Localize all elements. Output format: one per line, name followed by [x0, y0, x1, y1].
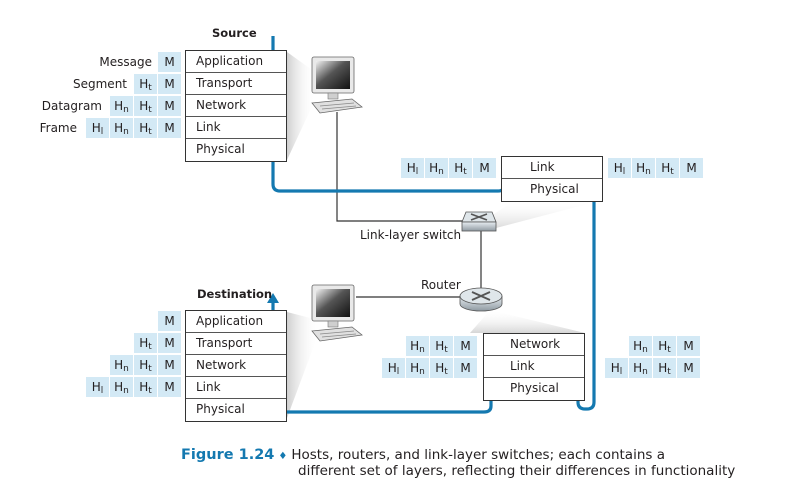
header-cell-hn: Hn: [110, 118, 133, 138]
destination-computer-icon: [311, 284, 363, 342]
header-cell-ht: Ht: [653, 336, 676, 356]
message-cell: M: [158, 118, 181, 138]
source-layer-application: Application: [186, 51, 286, 73]
header-cell-hn: Hn: [406, 336, 429, 356]
message-cell: M: [677, 358, 700, 378]
dest-layer-network: Network: [186, 355, 286, 377]
source-layer-physical: Physical: [196, 142, 245, 156]
pdu-label-message: Message: [99, 55, 152, 69]
header-cell-hn: Hn: [110, 96, 133, 116]
message-cell: M: [473, 158, 496, 178]
header-cell-hn: Hn: [629, 336, 652, 356]
caption-line-1: Hosts, routers, and link-layer switches;…: [291, 447, 665, 463]
header-cell-ht: Ht: [449, 158, 472, 178]
header-cell-hl: Hl: [401, 158, 424, 178]
message-cell: M: [677, 336, 700, 356]
destination-title: Destination: [197, 287, 273, 301]
message-cell: M: [454, 336, 477, 356]
source-title: Source: [212, 26, 257, 40]
header-cell-ht: Ht: [134, 355, 157, 375]
header-cell-hl: Hl: [608, 158, 631, 178]
router-shadow: [470, 310, 585, 333]
header-cell-ht: Ht: [430, 358, 453, 378]
header-cell-ht: Ht: [134, 377, 157, 397]
pdu-label-segment: Segment: [73, 77, 127, 91]
router-protocol-stack: Network Link Physical: [483, 333, 585, 401]
header-cell-ht: Ht: [653, 358, 676, 378]
switch-layer-link: Link: [502, 157, 602, 179]
header-cell-ht: Ht: [430, 336, 453, 356]
dest-message-headers: M: [158, 311, 181, 331]
switch-protocol-stack: Link Physical: [501, 156, 603, 202]
source-computer-icon: [311, 56, 363, 114]
data-path-arrowhead: [267, 293, 279, 303]
source-layer-transport: Transport: [186, 73, 286, 95]
header-cell-ht: Ht: [134, 96, 157, 116]
header-cell-ht: Ht: [134, 118, 157, 138]
source-layer-link: Link: [186, 117, 286, 139]
source-shadow: [287, 52, 315, 160]
header-cell-hl: Hl: [382, 358, 405, 378]
header-cell-hl: Hl: [86, 377, 109, 397]
source-protocol-stack: Application Transport Network Link Physi…: [185, 50, 287, 162]
header-cell-hl: Hl: [605, 358, 628, 378]
header-cell-hn: Hn: [110, 377, 133, 397]
router-icon: [459, 287, 503, 312]
figure-number: Figure 1.24: [181, 447, 275, 463]
dest-layer-application: Application: [186, 311, 286, 333]
dest-layer-transport: Transport: [186, 333, 286, 355]
router-layer-link: Link: [484, 356, 584, 378]
pdu-label-frame: Frame: [39, 121, 77, 135]
switch-shadow: [470, 200, 603, 230]
header-cell-hn: Hn: [425, 158, 448, 178]
message-cell: M: [158, 52, 181, 72]
router-layer-network: Network: [484, 334, 584, 356]
router-layer-physical: Physical: [510, 381, 559, 395]
message-cell: M: [158, 96, 181, 116]
source-message-headers: M: [158, 52, 181, 72]
header-cell-hn: Hn: [406, 358, 429, 378]
header-cell-ht: Ht: [134, 74, 157, 94]
pdu-label-datagram: Datagram: [41, 99, 102, 113]
caption-line-2: different set of layers, reflecting thei…: [298, 463, 736, 479]
switch-layer-physical: Physical: [530, 182, 579, 196]
dest-shadow: [287, 312, 318, 418]
header-cell-hl: Hl: [86, 118, 109, 138]
header-cell-hn: Hn: [629, 358, 652, 378]
message-cell: M: [158, 355, 181, 375]
dest-layer-physical: Physical: [196, 402, 245, 416]
figure-caption: Figure 1.24♦Hosts, routers, and link-lay…: [181, 447, 735, 479]
message-cell: M: [158, 74, 181, 94]
dest-layer-link: Link: [186, 377, 286, 399]
source-layer-network: Network: [186, 95, 286, 117]
message-cell: M: [158, 311, 181, 331]
router-label: Router: [421, 278, 461, 292]
source-to-switch-link: [336, 112, 464, 222]
destination-protocol-stack: Application Transport Network Link Physi…: [185, 310, 287, 422]
header-cell-ht: Ht: [656, 158, 679, 178]
message-cell: M: [158, 377, 181, 397]
message-cell: M: [158, 333, 181, 353]
header-cell-hn: Hn: [110, 355, 133, 375]
message-cell: M: [680, 158, 703, 178]
caption-separator-icon: ♦: [278, 451, 288, 462]
header-cell-hn: Hn: [632, 158, 655, 178]
link-layer-switch-icon: [461, 211, 497, 232]
header-cell-ht: Ht: [134, 333, 157, 353]
message-cell: M: [454, 358, 477, 378]
switch-label: Link-layer switch: [360, 228, 462, 242]
